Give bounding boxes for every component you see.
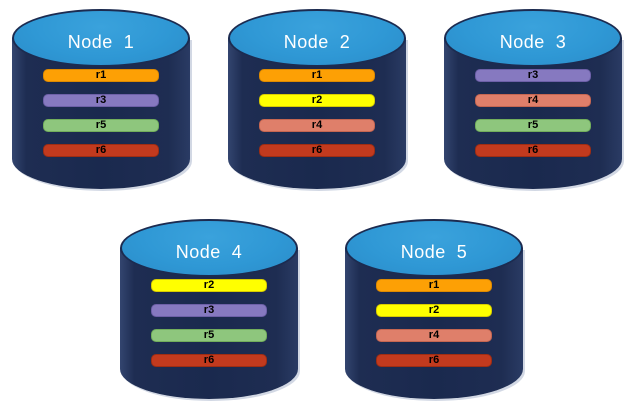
node-cylinder-2: Node 2 r1 r2 r4 r6	[228, 9, 406, 189]
node-cylinder-4: Node 4 r2 r3 r5 r6	[120, 219, 298, 399]
replica-bar-list: r3 r4 r5 r6	[444, 69, 622, 157]
replica-bar-r2: r2	[259, 94, 375, 107]
replica-label: r2	[428, 304, 440, 316]
replica-bar-r5: r5	[151, 329, 267, 342]
node-title: Node 4	[175, 242, 243, 262]
replica-bar-list: r1 r3 r5 r6	[12, 69, 190, 157]
replica-label: r2	[203, 279, 215, 291]
replica-label: r1	[428, 279, 440, 291]
replica-bar-r2: r2	[151, 279, 267, 292]
replica-label: r4	[428, 329, 440, 341]
replica-label: r3	[203, 304, 215, 316]
replica-label: r5	[527, 119, 539, 131]
replica-label: r4	[311, 119, 323, 131]
replica-bar-r6: r6	[151, 354, 267, 367]
replica-label: r6	[428, 354, 440, 366]
replica-bar-list: r1 r2 r4 r6	[228, 69, 406, 157]
replica-bar-r6: r6	[43, 144, 159, 157]
cylinder-top: Node 3	[444, 9, 622, 67]
node-title: Node 5	[400, 242, 468, 262]
replica-bar-list: r2 r3 r5 r6	[120, 279, 298, 367]
replica-bar-r3: r3	[43, 94, 159, 107]
replica-label: r4	[527, 94, 539, 106]
cylinder-top: Node 5	[345, 219, 523, 277]
replica-label: r5	[95, 119, 107, 131]
node-title: Node 3	[499, 32, 567, 52]
replica-bar-r4: r4	[475, 94, 591, 107]
node-cylinder-1: Node 1 r1 r3 r5 r6	[12, 9, 190, 189]
replica-label: r3	[95, 94, 107, 106]
node-cylinder-5: Node 5 r1 r2 r4 r6	[345, 219, 523, 399]
replica-label: r5	[203, 329, 215, 341]
replica-bar-r6: r6	[475, 144, 591, 157]
cylinder-top: Node 2	[228, 9, 406, 67]
replica-bar-r3: r3	[151, 304, 267, 317]
node-title: Node 2	[283, 32, 351, 52]
replica-label: r3	[527, 69, 539, 81]
replica-bar-r3: r3	[475, 69, 591, 82]
replica-label: r6	[527, 144, 539, 156]
replica-label: r6	[311, 144, 323, 156]
node-cylinder-3: Node 3 r3 r4 r5 r6	[444, 9, 622, 189]
replica-bar-r5: r5	[475, 119, 591, 132]
replica-bar-list: r1 r2 r4 r6	[345, 279, 523, 367]
replica-bar-r6: r6	[376, 354, 492, 367]
replica-label: r2	[311, 94, 323, 106]
node-title: Node 1	[67, 32, 135, 52]
replica-bar-r4: r4	[259, 119, 375, 132]
replica-bar-r1: r1	[376, 279, 492, 292]
replica-bar-r6: r6	[259, 144, 375, 157]
replica-bar-r1: r1	[43, 69, 159, 82]
replica-label: r6	[203, 354, 215, 366]
replica-label: r1	[95, 69, 107, 81]
replica-label: r6	[95, 144, 107, 156]
replica-bar-r4: r4	[376, 329, 492, 342]
replica-label: r1	[311, 69, 323, 81]
cylinder-top: Node 1	[12, 9, 190, 67]
replica-bar-r1: r1	[259, 69, 375, 82]
replica-bar-r5: r5	[43, 119, 159, 132]
cylinder-top: Node 4	[120, 219, 298, 277]
replica-bar-r2: r2	[376, 304, 492, 317]
